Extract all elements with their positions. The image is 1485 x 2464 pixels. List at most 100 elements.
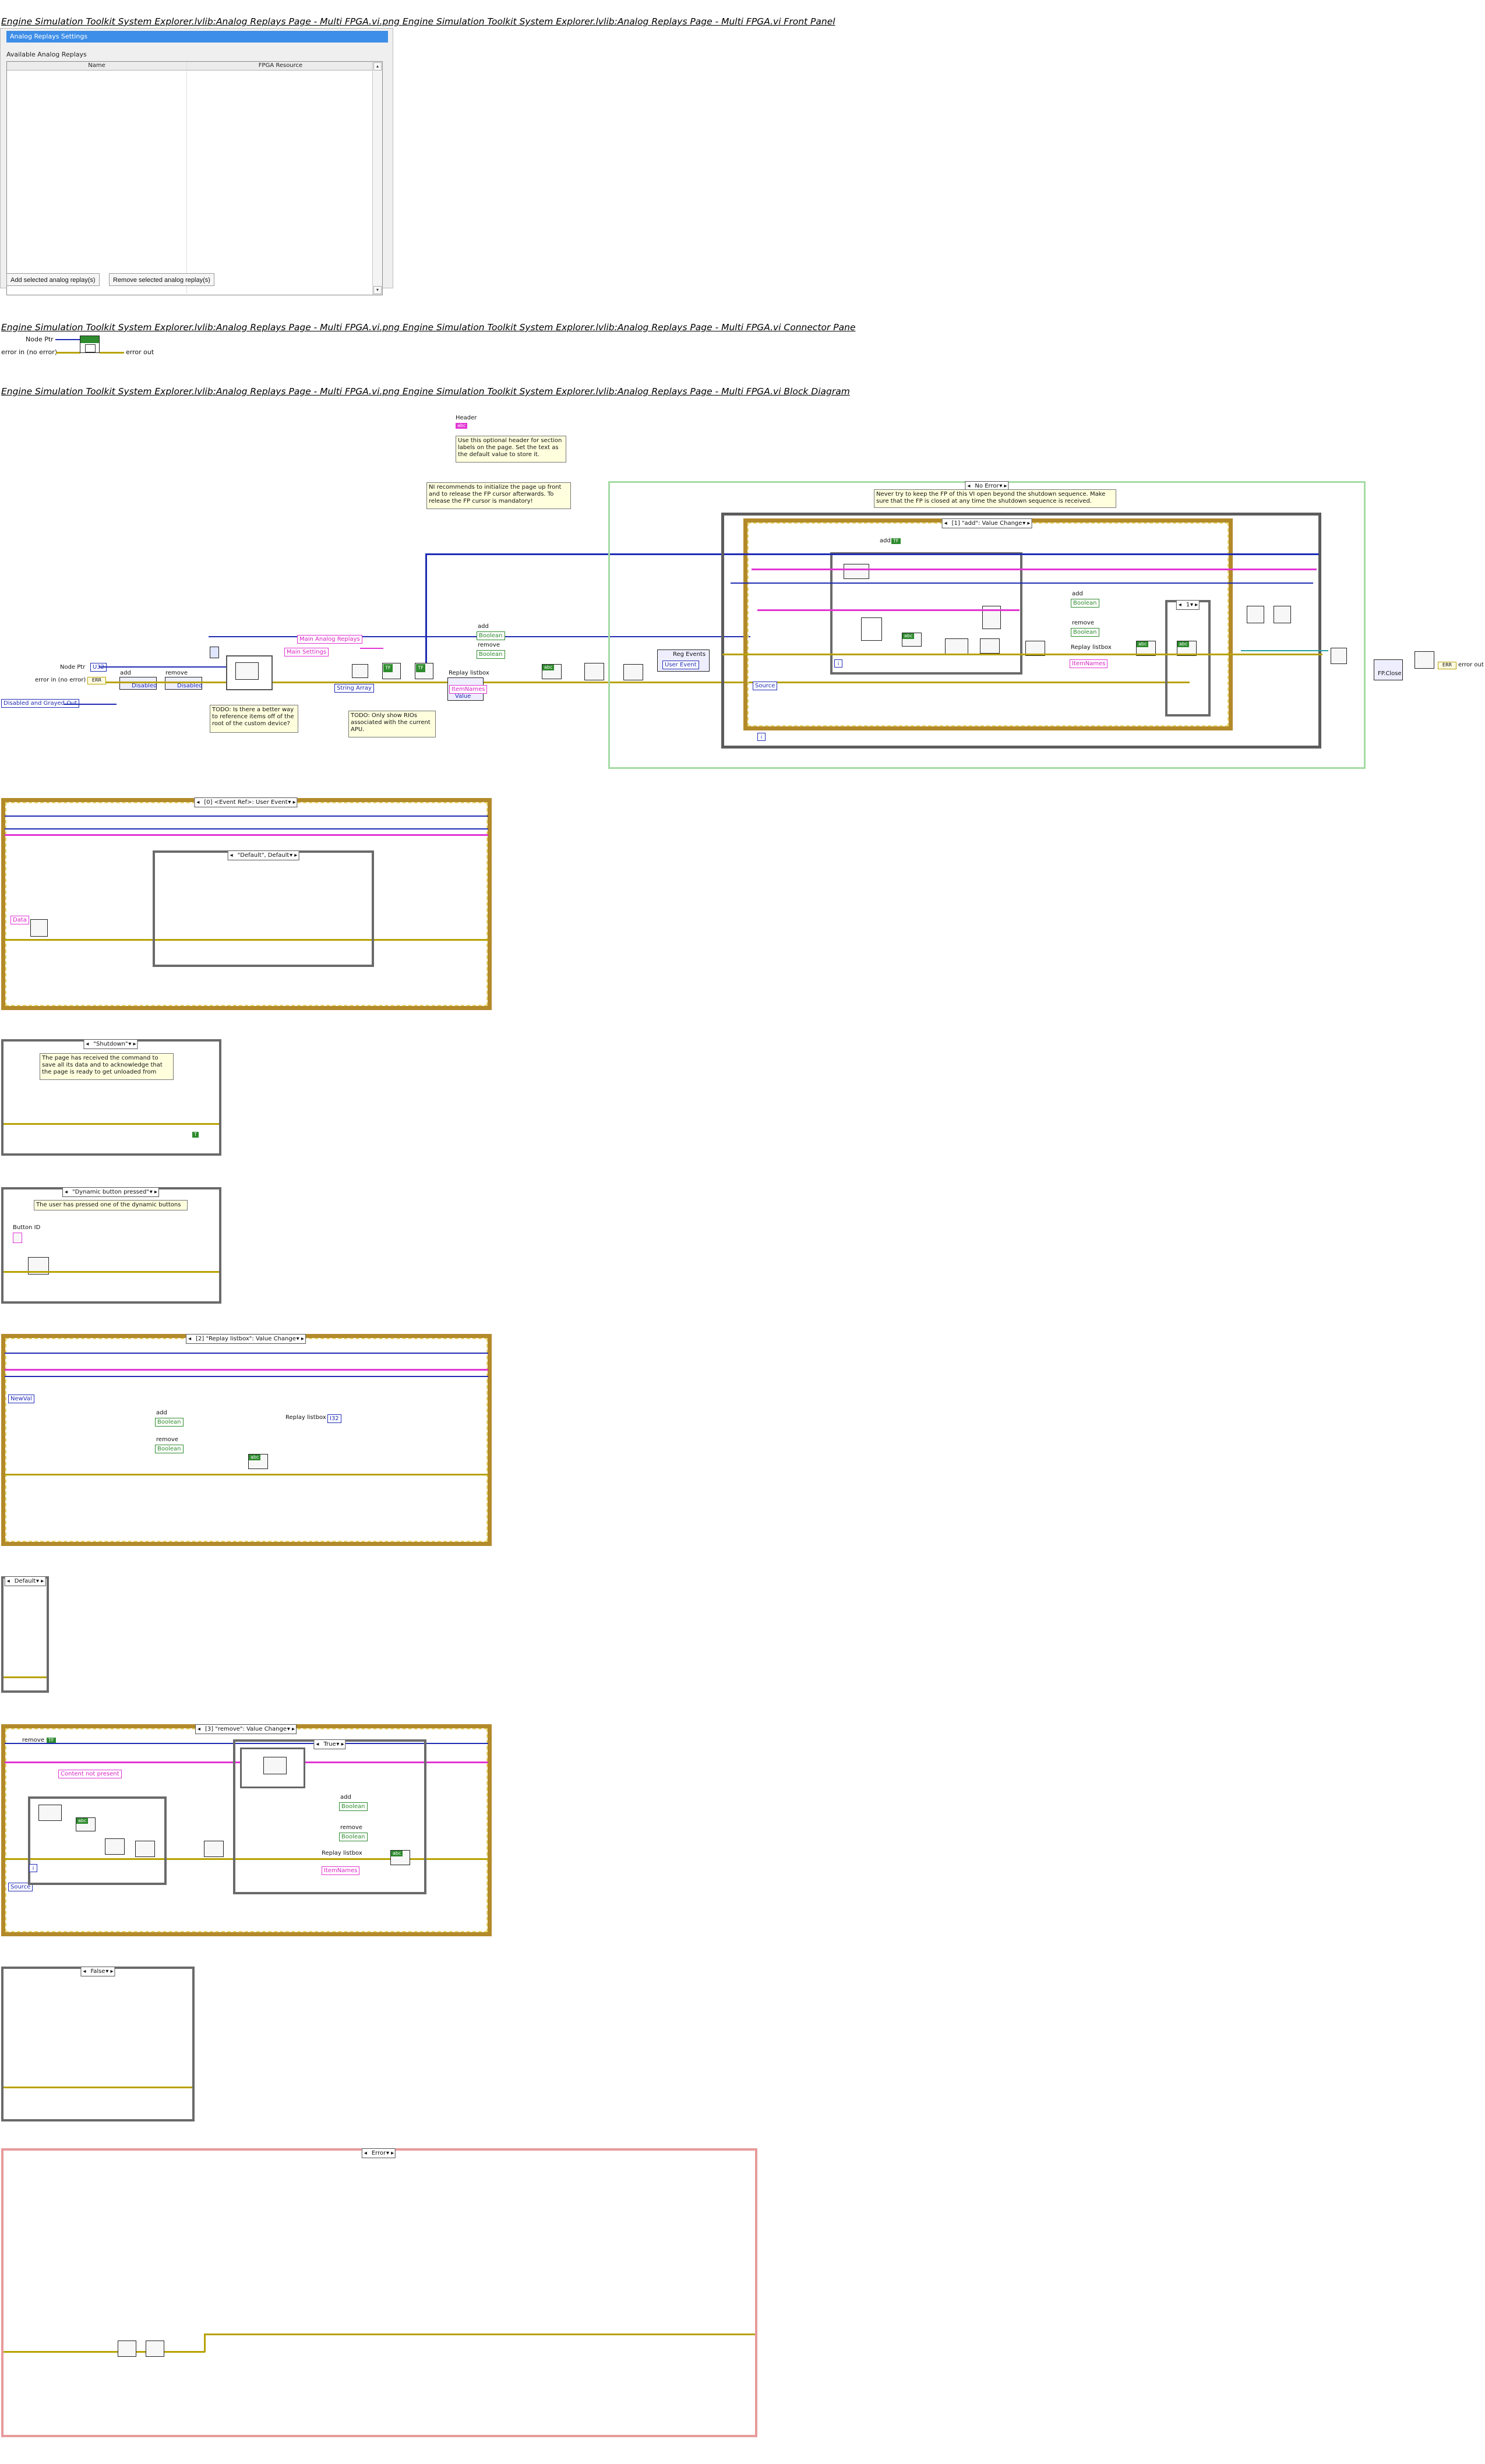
event-case-selector-add[interactable]: [1] "add": Value Change	[941, 518, 1032, 528]
column-header-name[interactable]: Name	[88, 62, 105, 69]
remove-local-label: remove	[478, 642, 500, 648]
error-case-selector[interactable]: Error	[361, 2148, 396, 2158]
default-case-selector[interactable]: "Default", Default	[227, 850, 299, 860]
error-case-structure	[1, 2148, 757, 2437]
rl-blue-wire-1	[5, 1353, 488, 1354]
cp-error-out-wire	[100, 352, 124, 354]
error-in-terminal: ERR	[87, 677, 106, 684]
error-out-label: error out	[1458, 662, 1484, 668]
pink-wire-loop-2	[757, 609, 1020, 611]
remove-bool-local-2: Boolean	[1071, 628, 1099, 637]
vertical-scrollbar[interactable]: ▴ ▾	[372, 62, 382, 295]
header-note: Use this optional header for section lab…	[456, 436, 566, 463]
lookup-subvi	[235, 662, 259, 680]
inner-case-subvi: abc	[1177, 641, 1197, 656]
disabled-wire	[64, 704, 117, 705]
dynamic-button-case-selector[interactable]: "Dynamic button pressed"	[62, 1187, 159, 1197]
analog-replays-listbox[interactable]: Name FPGA Resource ▴ ▾	[6, 61, 383, 295]
ni-note: NI recommends to initialize the page up …	[426, 482, 571, 509]
replay-listbox-label: Replay listbox	[449, 670, 489, 676]
inner-loop-iteration: i	[834, 659, 842, 668]
array-subset-node	[844, 564, 869, 579]
index-array-node	[861, 617, 882, 641]
add-boolean-local: Boolean	[477, 631, 505, 640]
rl-listbox-terminal: I32	[327, 1414, 341, 1423]
add-analog-replay-button[interactable]: Add selected analog replay(s)	[6, 273, 100, 286]
rm-subvi-2	[105, 1838, 125, 1855]
listbox-subvi	[1025, 641, 1045, 656]
scroll-up-icon[interactable]: ▴	[373, 62, 382, 70]
cp-error-in-label: error in (no error)	[1, 348, 58, 356]
rm-loop-iteration: i	[29, 1864, 37, 1872]
er-blue-wire-2	[5, 828, 488, 829]
blue-wire-loop-2	[731, 583, 1313, 584]
add-bool-label: add	[1072, 591, 1083, 597]
error-out-terminal: ERR	[1438, 662, 1456, 669]
remove-event-label: remove	[22, 1737, 44, 1743]
rm-subvi-3	[135, 1841, 155, 1857]
error-case-error-wire-3	[204, 2334, 755, 2335]
add-property-node: Disabled	[119, 677, 157, 690]
loop-iteration-terminal: i	[757, 733, 766, 741]
main-settings-constant: Main Settings	[284, 648, 329, 656]
er-error-wire	[5, 939, 488, 941]
main-analog-replays-constant: Main Analog Replays	[297, 635, 362, 644]
header-label: Header	[456, 415, 477, 421]
rm-index-node	[38, 1805, 62, 1821]
default-case-structure	[153, 850, 374, 967]
replay-listbox-case-selector[interactable]: [2] "Replay listbox": Value Change	[186, 1334, 306, 1344]
add-event-label: add	[880, 538, 891, 544]
default-small-case-selector[interactable]: Default	[4, 1576, 46, 1586]
false-case-selector[interactable]: False	[80, 1967, 115, 1976]
button-id-terminal	[13, 1233, 22, 1243]
concat-node	[980, 638, 1000, 654]
remove-analog-replay-button[interactable]: Remove selected analog replay(s)	[109, 273, 214, 286]
add-tf-terminal: TF	[891, 538, 901, 544]
node-ptr-wire	[99, 666, 233, 668]
error-case-error-wire-1	[3, 2351, 205, 2353]
column-header-fpga-resource[interactable]: FPGA Resource	[258, 62, 303, 69]
rl-remove-boolean: Boolean	[155, 1445, 184, 1453]
case-one-selector[interactable]: 1	[1176, 600, 1200, 610]
remove-boolean-local: Boolean	[477, 650, 505, 659]
rm-error-wire	[5, 1858, 488, 1860]
rl-add-boolean: Boolean	[155, 1418, 184, 1427]
error-case-error-wire-2	[204, 2334, 206, 2352]
true-case-selector[interactable]: True	[313, 1739, 346, 1749]
cp-node-ptr-wire	[55, 339, 80, 340]
event-ref-case-selector[interactable]: [0] <Event Ref>: User Event	[194, 797, 298, 807]
listbox-label: Available Analog Replays	[6, 51, 87, 58]
add-ref-label: add	[120, 670, 131, 676]
connector-pane-heading: Engine Simulation Toolkit System Explore…	[1, 322, 856, 333]
rl-replay-listbox-label: Replay listbox	[285, 1414, 326, 1421]
todo-note-2: TODO: Only show RIOs associated with the…	[348, 711, 436, 737]
merge-errors-node	[1331, 648, 1347, 664]
rl-add-label: add	[156, 1410, 167, 1416]
er-pink-wire	[5, 834, 488, 836]
rm-inner-loop	[28, 1796, 167, 1885]
rm-subvi-4	[204, 1841, 224, 1857]
header-terminal: abc	[456, 423, 468, 429]
remove-property-node: Disabled	[165, 677, 202, 690]
shutdown-sequence-note: Never try to keep the FP of this VI open…	[874, 489, 1116, 508]
rl-pink-wire	[5, 1369, 488, 1371]
cp-error-out-label: error out	[126, 348, 154, 356]
rl-set-enabled-subvi: abc	[248, 1454, 268, 1469]
front-panel: Analog Replays Settings Available Analog…	[0, 28, 393, 295]
er-blue-wire-1	[5, 816, 488, 817]
tc-add-boolean: Boolean	[339, 1802, 368, 1811]
default-small-error-wire	[3, 1676, 47, 1678]
format-subvi: TF	[415, 663, 433, 679]
replay-listbox-property-node: ItemNames Value	[447, 677, 488, 701]
rm-subvi-1: abc	[76, 1817, 96, 1831]
error-unregister-node	[118, 2341, 136, 2357]
unbundle-node	[30, 919, 48, 937]
close-reference-node	[1415, 651, 1434, 669]
add-bool-local-2: Boolean	[1071, 599, 1099, 608]
scroll-down-icon[interactable]: ▾	[373, 286, 382, 294]
shutdown-case-selector[interactable]: "Shutdown"	[83, 1039, 138, 1049]
remove-case-selector[interactable]: [3] "remove": Value Change	[195, 1724, 297, 1734]
append-node	[945, 638, 968, 655]
error-in-label: error in (no error)	[35, 677, 86, 683]
fp-close-invoke-node: FP.Close	[1374, 659, 1403, 680]
